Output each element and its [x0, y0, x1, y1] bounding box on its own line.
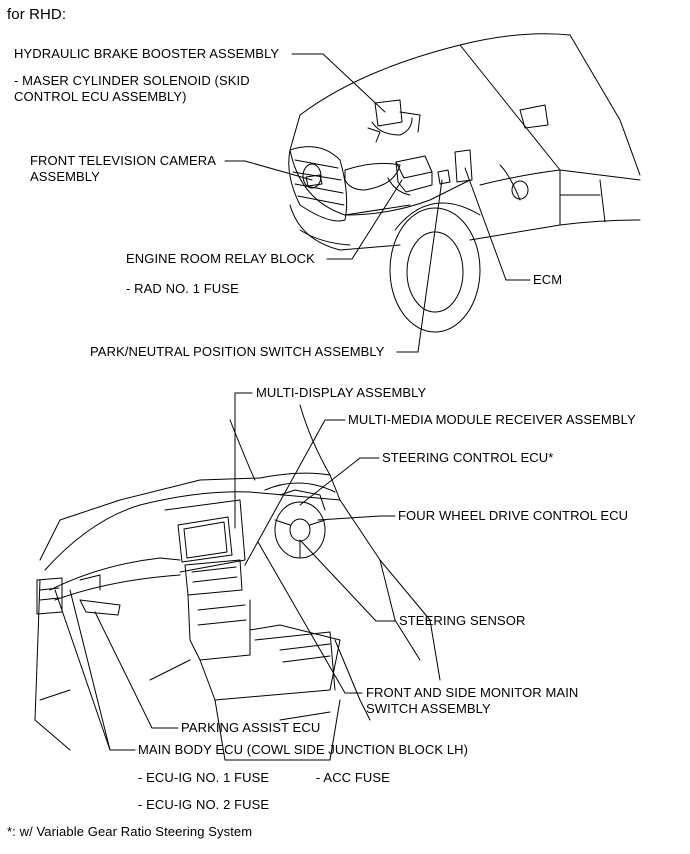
dashboard-illustration — [34, 404, 441, 761]
label-ecu-ig-no2-fuse: - ECU-IG NO. 2 FUSE — [138, 797, 270, 812]
diagram-heading: for RHD: — [7, 6, 67, 23]
engine-room-leader-lines — [224, 53, 531, 353]
cabin-leader-lines — [54, 392, 396, 751]
label-acc-fuse: - ACC FUSE — [316, 770, 390, 785]
front-camera-component — [305, 174, 323, 187]
label-steering-sensor: STEERING SENSOR — [399, 613, 526, 628]
vehicle-illustration — [288, 33, 641, 333]
brake-booster-component — [367, 99, 421, 143]
label-ecm: ECM — [533, 272, 563, 287]
footnote: *: w/ Variable Gear Ratio Steering Syste… — [7, 824, 253, 839]
label-rad-fuse: - RAD NO. 1 FUSE — [126, 281, 239, 296]
label-monitor-main-switch-line2: SWITCH ASSEMBLY — [366, 701, 491, 716]
label-monitor-main-switch: FRONT AND SIDE MONITOR MAIN — [366, 685, 579, 700]
label-multi-media-receiver: MULTI-MEDIA MODULE RECEIVER ASSEMBLY — [348, 412, 636, 427]
label-park-neutral-switch: PARK/NEUTRAL POSITION SWITCH ASSEMBLY — [90, 344, 385, 359]
label-multi-display: MULTI-DISPLAY ASSEMBLY — [256, 385, 427, 400]
park-neutral-switch-component — [437, 169, 451, 185]
ecm-component — [454, 149, 473, 183]
label-skid-control-ecu: CONTROL ECU ASSEMBLY) — [14, 89, 187, 104]
relay-block-component — [387, 155, 433, 196]
label-ecu-ig-no1-fuse: - ECU-IG NO. 1 FUSE — [138, 770, 270, 785]
label-engine-room-relay-block: ENGINE ROOM RELAY BLOCK — [126, 251, 315, 266]
label-parking-assist-ecu: PARKING ASSIST ECU — [181, 720, 321, 735]
label-hydraulic-brake-booster: HYDRAULIC BRAKE BOOSTER ASSEMBLY — [14, 46, 280, 61]
label-four-wheel-drive-ecu: FOUR WHEEL DRIVE CONTROL ECU — [398, 508, 629, 523]
label-front-tv-camera-line2: ASSEMBLY — [30, 169, 100, 184]
label-master-cylinder-solenoid: - MASER CYLINDER SOLENOID (SKID — [14, 73, 250, 88]
label-main-body-ecu: MAIN BODY ECU (COWL SIDE JUNCTION BLOCK … — [138, 742, 469, 757]
label-steering-control-ecu: STEERING CONTROL ECU* — [382, 450, 554, 465]
label-front-tv-camera: FRONT TELEVISION CAMERA — [30, 153, 217, 168]
